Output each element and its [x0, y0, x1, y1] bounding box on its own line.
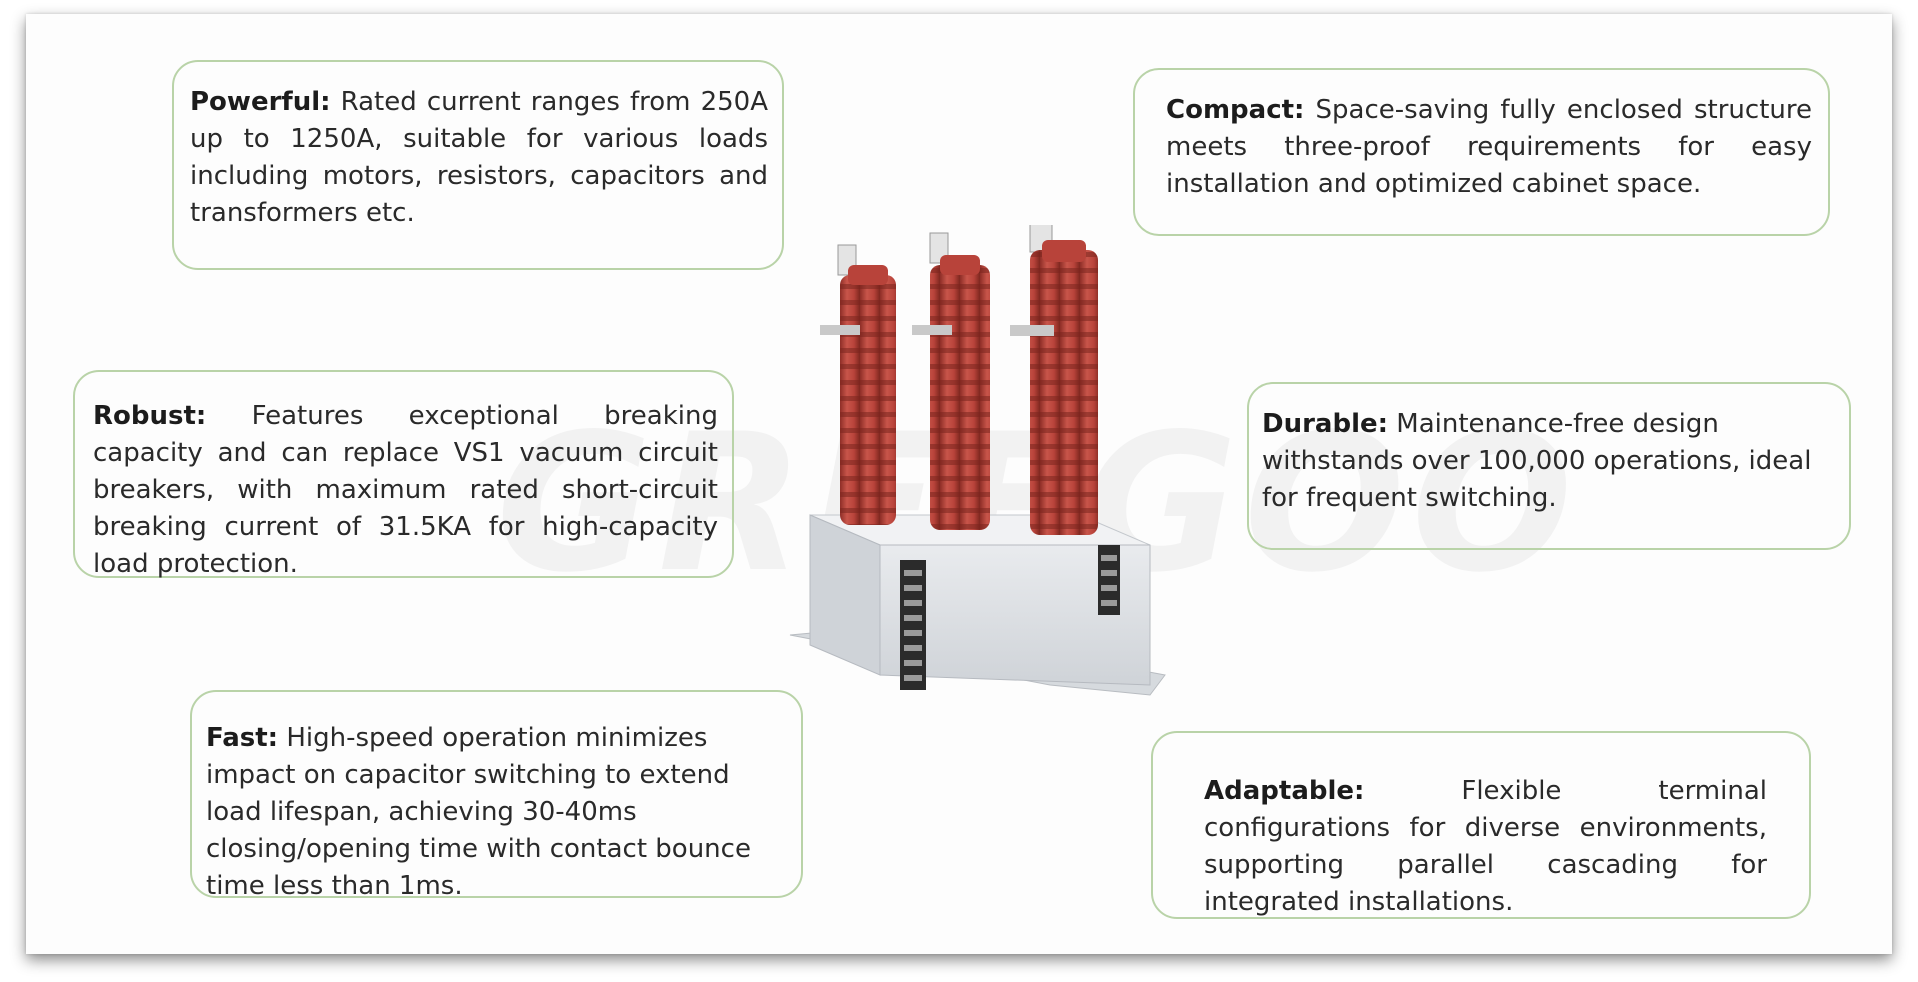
feature-box-compact: Compact: Space-saving fully enclosed str…: [1133, 68, 1830, 236]
vacuum-circuit-breaker-image: [789, 225, 1166, 696]
feature-title: Fast:: [206, 723, 279, 753]
feature-text: High-speed operation minimizes impact on…: [206, 723, 751, 901]
feature-text: Features exceptional breaking capacity a…: [93, 401, 718, 579]
feature-title: Adaptable:: [1204, 776, 1365, 806]
feature-text: Flexible terminal configurations for div…: [1204, 776, 1767, 917]
feature-box-powerful: Powerful: Rated current ranges from 250A…: [172, 60, 784, 270]
feature-box-robust: Robust: Features exceptional breaking ca…: [73, 370, 734, 579]
feature-text: Rated current ranges from 250A up to 125…: [190, 87, 768, 228]
feature-title: Robust:: [93, 401, 207, 431]
feature-box-durable: Durable: Maintenance-free design withsta…: [1247, 382, 1851, 550]
feature-title: Powerful:: [190, 87, 331, 117]
feature-title: Compact:: [1166, 95, 1305, 125]
feature-box-fast: Fast: High-speed operation minimizes imp…: [190, 690, 803, 901]
feature-text: Maintenance-free design withstands over …: [1262, 409, 1812, 513]
feature-box-adaptable: Adaptable: Flexible terminal configurati…: [1151, 731, 1811, 919]
feature-title: Durable:: [1262, 409, 1389, 439]
feature-text: Space-saving fully enclosed structure me…: [1166, 95, 1812, 199]
